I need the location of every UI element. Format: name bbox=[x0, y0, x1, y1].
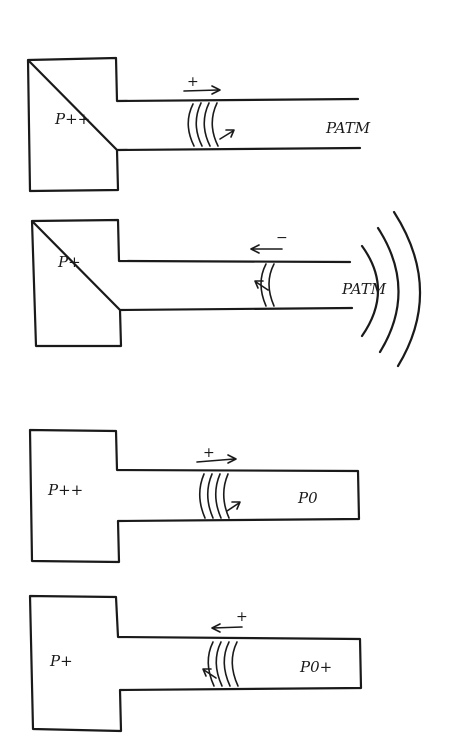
chamber-pressure-label: P++ bbox=[47, 481, 83, 499]
pulse-arrow-left bbox=[202, 668, 217, 679]
panel-1: P++ PATM + bbox=[26, 56, 371, 193]
wavefront-bands bbox=[207, 641, 239, 687]
arrow-sign: + bbox=[236, 609, 248, 625]
panel-3: P++ P0 + bbox=[28, 428, 361, 564]
pulse-arrow-right bbox=[219, 129, 235, 140]
panel-2: P+ PATM − bbox=[30, 210, 422, 368]
pipe-pressure-label: PATM bbox=[325, 119, 371, 137]
travel-arrow-right bbox=[196, 454, 237, 464]
pulse-arrow-left bbox=[254, 280, 269, 291]
chamber-pressure-label: P++ bbox=[54, 110, 90, 128]
travel-arrow-right bbox=[183, 85, 221, 95]
arrow-sign: + bbox=[187, 74, 199, 90]
arrow-sign: − bbox=[276, 230, 288, 246]
chamber-pressure-label: P+ bbox=[57, 253, 81, 271]
wavefront-bands bbox=[187, 102, 219, 147]
pulse-arrow-right bbox=[226, 501, 241, 512]
arrow-sign: + bbox=[203, 445, 215, 461]
pipe-pressure-label: PATM bbox=[341, 280, 387, 298]
wavefront-bands bbox=[198, 473, 230, 519]
chamber-outline bbox=[26, 56, 362, 193]
radiating-sound-waves bbox=[360, 210, 422, 368]
chamber-outline bbox=[30, 218, 354, 348]
chamber-pressure-label: P+ bbox=[49, 652, 73, 670]
chamber-outline bbox=[28, 594, 363, 733]
pipe-pressure-label: P0 bbox=[297, 489, 318, 507]
panel-4: P+ P0+ + bbox=[28, 594, 363, 733]
pipe-pressure-label: P0+ bbox=[299, 658, 332, 676]
wavefront-bands bbox=[260, 263, 275, 307]
travel-arrow-left bbox=[211, 623, 243, 633]
travel-arrow-left bbox=[250, 244, 283, 254]
chamber-outline bbox=[28, 428, 361, 564]
